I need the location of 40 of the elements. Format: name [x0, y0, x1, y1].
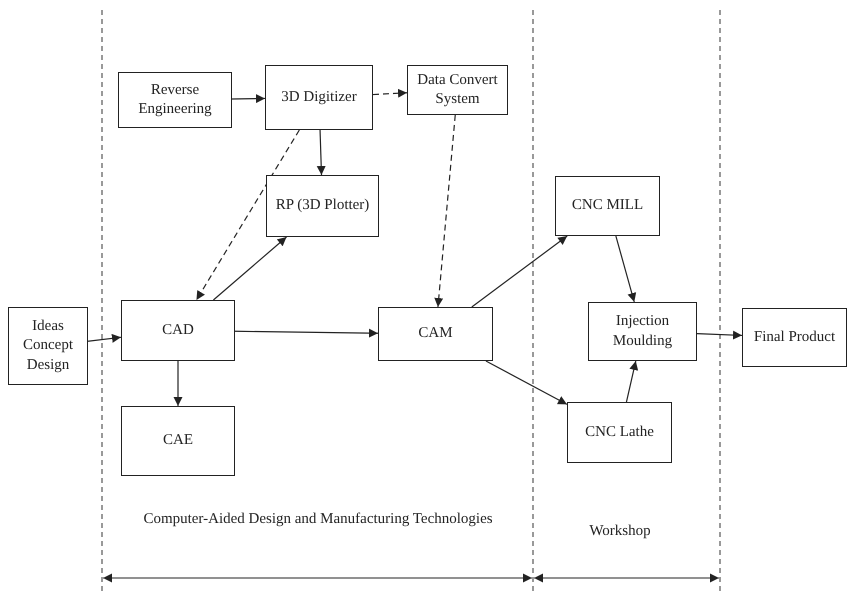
- process-box: [567, 402, 672, 463]
- arrow: [88, 334, 122, 343]
- box-label: CAE: [163, 431, 193, 450]
- box-label: CNC Lathe: [585, 422, 654, 442]
- process-box: [266, 175, 379, 237]
- dashed-arrow: [372, 88, 408, 98]
- process-box: [378, 307, 493, 361]
- arrow: [471, 236, 568, 308]
- arrow: [232, 94, 265, 104]
- box-label: Reverse Engineering: [137, 80, 213, 119]
- box-label: CAM: [418, 324, 453, 344]
- arrow: [696, 330, 742, 340]
- arrow: [174, 361, 182, 406]
- dashed-arrow: [434, 114, 456, 308]
- arrow: [626, 360, 638, 402]
- process-box: [555, 176, 660, 236]
- box-label: CAD: [162, 320, 194, 340]
- process-box: [8, 307, 88, 385]
- box-label: RP (3D Plotter): [276, 196, 370, 216]
- box-label: Final Product: [754, 328, 836, 347]
- box-label: Injection Moulding: [612, 312, 674, 350]
- process-box: [588, 302, 697, 361]
- process-box: [265, 65, 373, 130]
- box-label: Data Convert System: [416, 70, 499, 109]
- box-label: 3D Digitizer: [281, 88, 357, 107]
- section-label: Computer-Aided Design and Manufacturing Technologies: [142, 510, 494, 529]
- arrow: [316, 130, 326, 176]
- dashed-arrow: [196, 130, 300, 300]
- arrow: [213, 236, 287, 300]
- section-label: Workshop: [588, 522, 652, 541]
- process-box: [121, 300, 235, 361]
- box-label: Ideas Concept Design: [22, 316, 74, 375]
- arrow: [615, 236, 636, 302]
- arrow: [235, 328, 378, 338]
- process-box: [121, 406, 235, 476]
- box-label: CNC MILL: [572, 196, 644, 216]
- process-box: [118, 72, 232, 128]
- process-box: [742, 308, 847, 367]
- arrow: [486, 360, 568, 405]
- process-box: [407, 65, 508, 115]
